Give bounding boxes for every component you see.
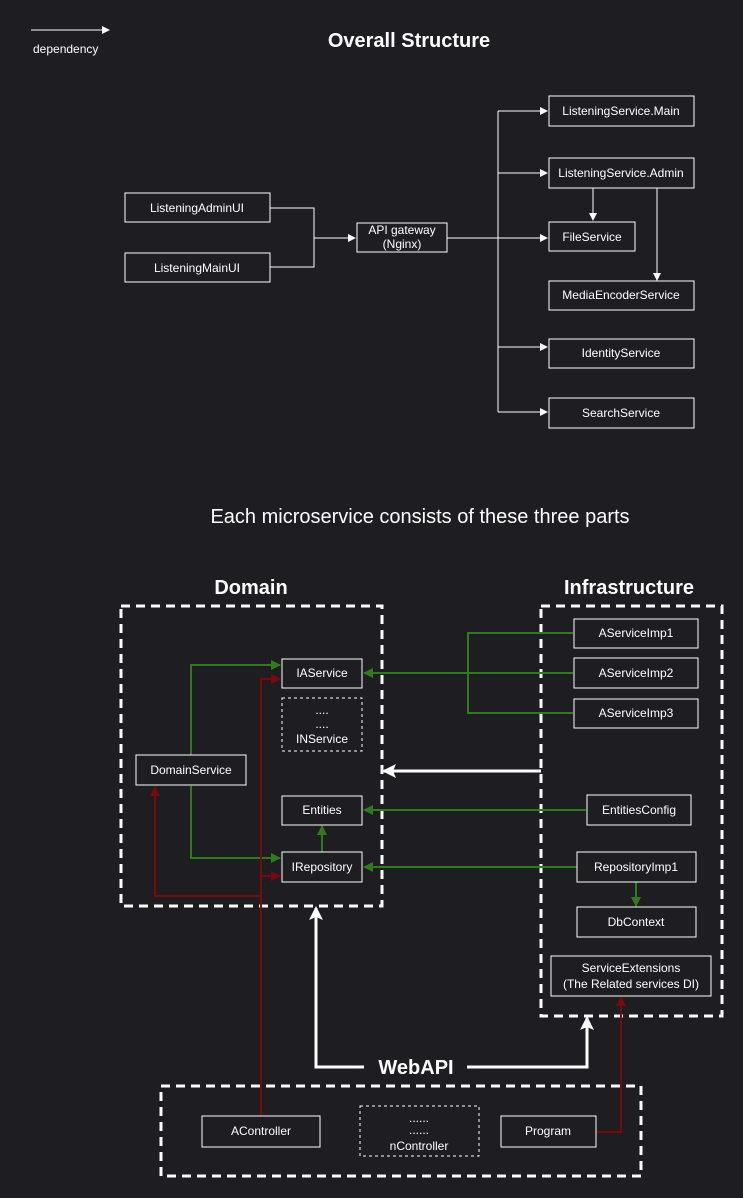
node-iaservice-label: IAService <box>296 666 348 680</box>
node-imp1 <box>573 618 699 649</box>
node-ncontroller-dots1: ...... <box>409 1111 429 1125</box>
node-entities-label: Entities <box>302 803 341 817</box>
overall-title: Overall Structure <box>328 30 490 52</box>
legend-label: dependency <box>33 42 98 56</box>
node-iaservice <box>281 658 363 689</box>
infrastructure-title: Infrastructure <box>564 577 694 599</box>
node-acontroller-label: AController <box>231 1124 291 1138</box>
node-imp3-label: AServiceImp3 <box>599 706 674 720</box>
node-svc-admin <box>548 157 695 189</box>
node-search <box>548 397 695 429</box>
node-imp3 <box>573 698 699 729</box>
node-main-ui <box>124 252 271 283</box>
node-entities <box>281 795 363 826</box>
node-domainservice-label: DomainService <box>150 763 232 777</box>
node-media <box>548 280 695 311</box>
node-ncontroller-dots2: ...... <box>409 1123 429 1137</box>
node-svc-admin-label: ListeningService.Admin <box>558 166 683 180</box>
legend: dependency <box>31 26 110 56</box>
node-repoimp <box>576 851 697 883</box>
white-edges <box>309 764 594 1069</box>
node-identity <box>548 338 695 369</box>
edge-adminui-gateway <box>270 207 356 242</box>
parts-subtitle: Each microservice consists of these thre… <box>210 506 629 528</box>
node-serviceextensions-line1: ServiceExtensions <box>582 961 681 975</box>
node-ncontroller-label: nController <box>390 1139 449 1153</box>
node-ncontroller <box>359 1105 480 1157</box>
webapi-container <box>159 1084 643 1178</box>
edge-webapi-domain <box>309 906 364 1069</box>
node-repoimp-label: RepositoryImp1 <box>594 860 678 874</box>
domain-title: Domain <box>214 577 287 599</box>
webapi-title: WebAPI <box>378 1057 453 1079</box>
node-gateway-line1: API gateway <box>368 223 435 237</box>
overall-edges <box>270 107 661 416</box>
node-irepository <box>281 851 363 883</box>
node-program <box>500 1115 597 1148</box>
node-admin-ui-label: ListeningAdminUI <box>150 201 244 215</box>
edge-domainservice-irepository <box>190 786 281 863</box>
overall-nodes: ListeningAdminUI ListeningMainUI API gat… <box>124 95 695 429</box>
edge-domainservice-iaservice <box>190 660 281 755</box>
edge-acontroller-domainservice <box>150 786 261 897</box>
node-dbcontext-label: DbContext <box>608 915 665 929</box>
edge-webapi-infrastructure <box>467 1016 594 1069</box>
edge-program-serviceextensions <box>596 996 626 1133</box>
node-file <box>548 221 636 252</box>
node-dbcontext <box>576 906 697 938</box>
node-file-label: FileService <box>562 230 622 244</box>
green-edges <box>190 632 641 907</box>
node-main-ui-label: ListeningMainUI <box>154 261 240 275</box>
node-domainservice <box>135 754 247 786</box>
node-entitiesconfig-label: EntitiesConfig <box>602 803 676 817</box>
node-imp2 <box>573 657 699 689</box>
node-serviceextensions <box>550 955 712 997</box>
webapi-nodes: AController ...... ...... nController Pr… <box>201 1105 597 1157</box>
node-search-label: SearchService <box>582 406 660 420</box>
edge-mainui-gateway <box>270 238 315 268</box>
node-serviceextensions-line2: (The Related services DI) <box>563 977 699 991</box>
node-gateway-line2: (Nginx) <box>383 237 422 251</box>
node-svc-main <box>548 95 695 127</box>
node-irepository-label: IRepository <box>292 860 353 874</box>
red-edges <box>150 674 626 1133</box>
node-inservice-label: INService <box>296 732 348 746</box>
domain-nodes: IAService .... .... INService DomainServ… <box>135 658 363 883</box>
node-acontroller <box>201 1115 321 1148</box>
node-media-label: MediaEncoderService <box>562 288 680 302</box>
node-admin-ui <box>124 192 271 223</box>
node-identity-label: IdentityService <box>582 346 661 360</box>
node-entitiesconfig <box>586 794 692 826</box>
infrastructure-nodes: AServiceImp1 AServiceImp2 AServiceImp3 E… <box>550 618 712 997</box>
domain-container <box>119 604 384 908</box>
node-svc-main-label: ListeningService.Main <box>562 104 679 118</box>
node-program-label: Program <box>525 1124 571 1138</box>
edge-acontroller-iaservice <box>260 674 281 1116</box>
node-inservice-dots2: .... <box>315 717 328 731</box>
node-imp2-label: AServiceImp2 <box>599 666 674 680</box>
node-inservice-dots1: .... <box>315 703 328 717</box>
node-imp1-label: AServiceImp1 <box>599 626 674 640</box>
node-gateway <box>356 222 448 253</box>
